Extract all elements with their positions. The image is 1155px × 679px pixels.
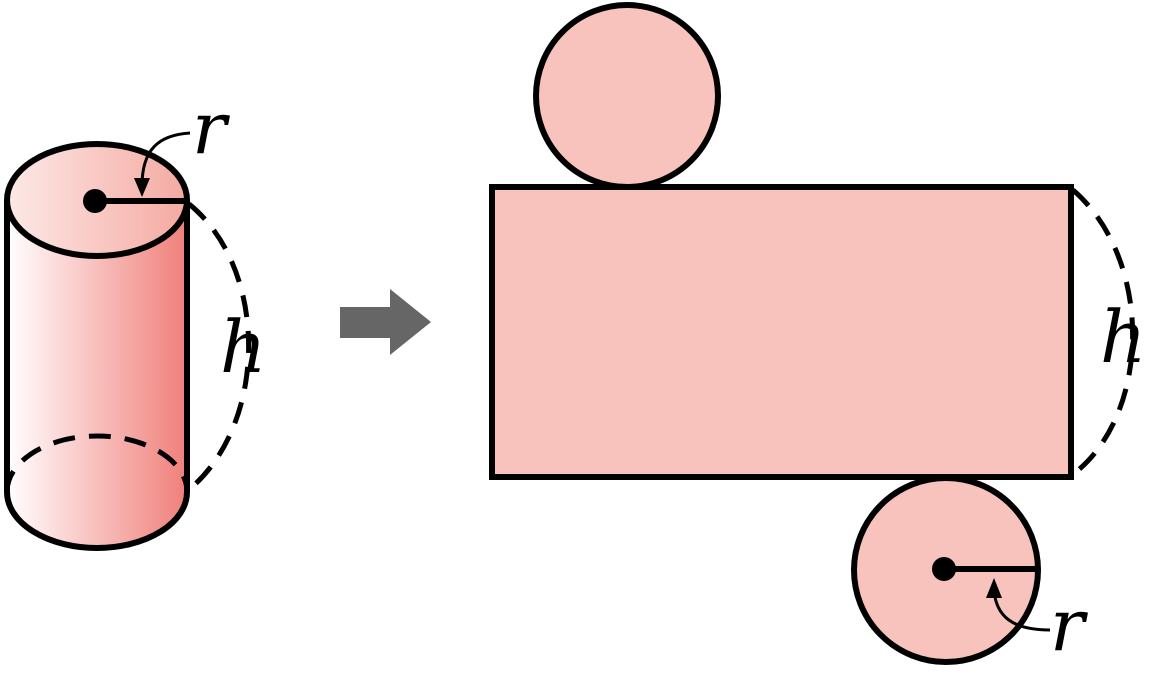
- cylinder-radius-label: r: [192, 86, 230, 170]
- net-height-arc: [1071, 188, 1136, 474]
- net-top-circle: [533, 2, 721, 190]
- cylinder-height-label: h: [220, 305, 266, 389]
- cylinder-height-arc: [187, 202, 252, 489]
- cylinder-net: r h: [489, 2, 1146, 667]
- net-height-label: h: [1100, 295, 1146, 379]
- cylinder: r h: [4, 86, 266, 551]
- cylinder-radius-pointer: [140, 131, 191, 187]
- transform-arrow-icon: [340, 289, 431, 355]
- net-radius-arrowhead: [986, 578, 1002, 598]
- cylinder-bottom-front-arc: [4, 491, 190, 551]
- cylinder-bottom-back-arc-dashed: [4, 433, 190, 493]
- cylinder-radius-arrowhead: [134, 178, 150, 197]
- net-lateral-rectangle: [489, 184, 1074, 480]
- net-radius-label: r: [1050, 583, 1088, 667]
